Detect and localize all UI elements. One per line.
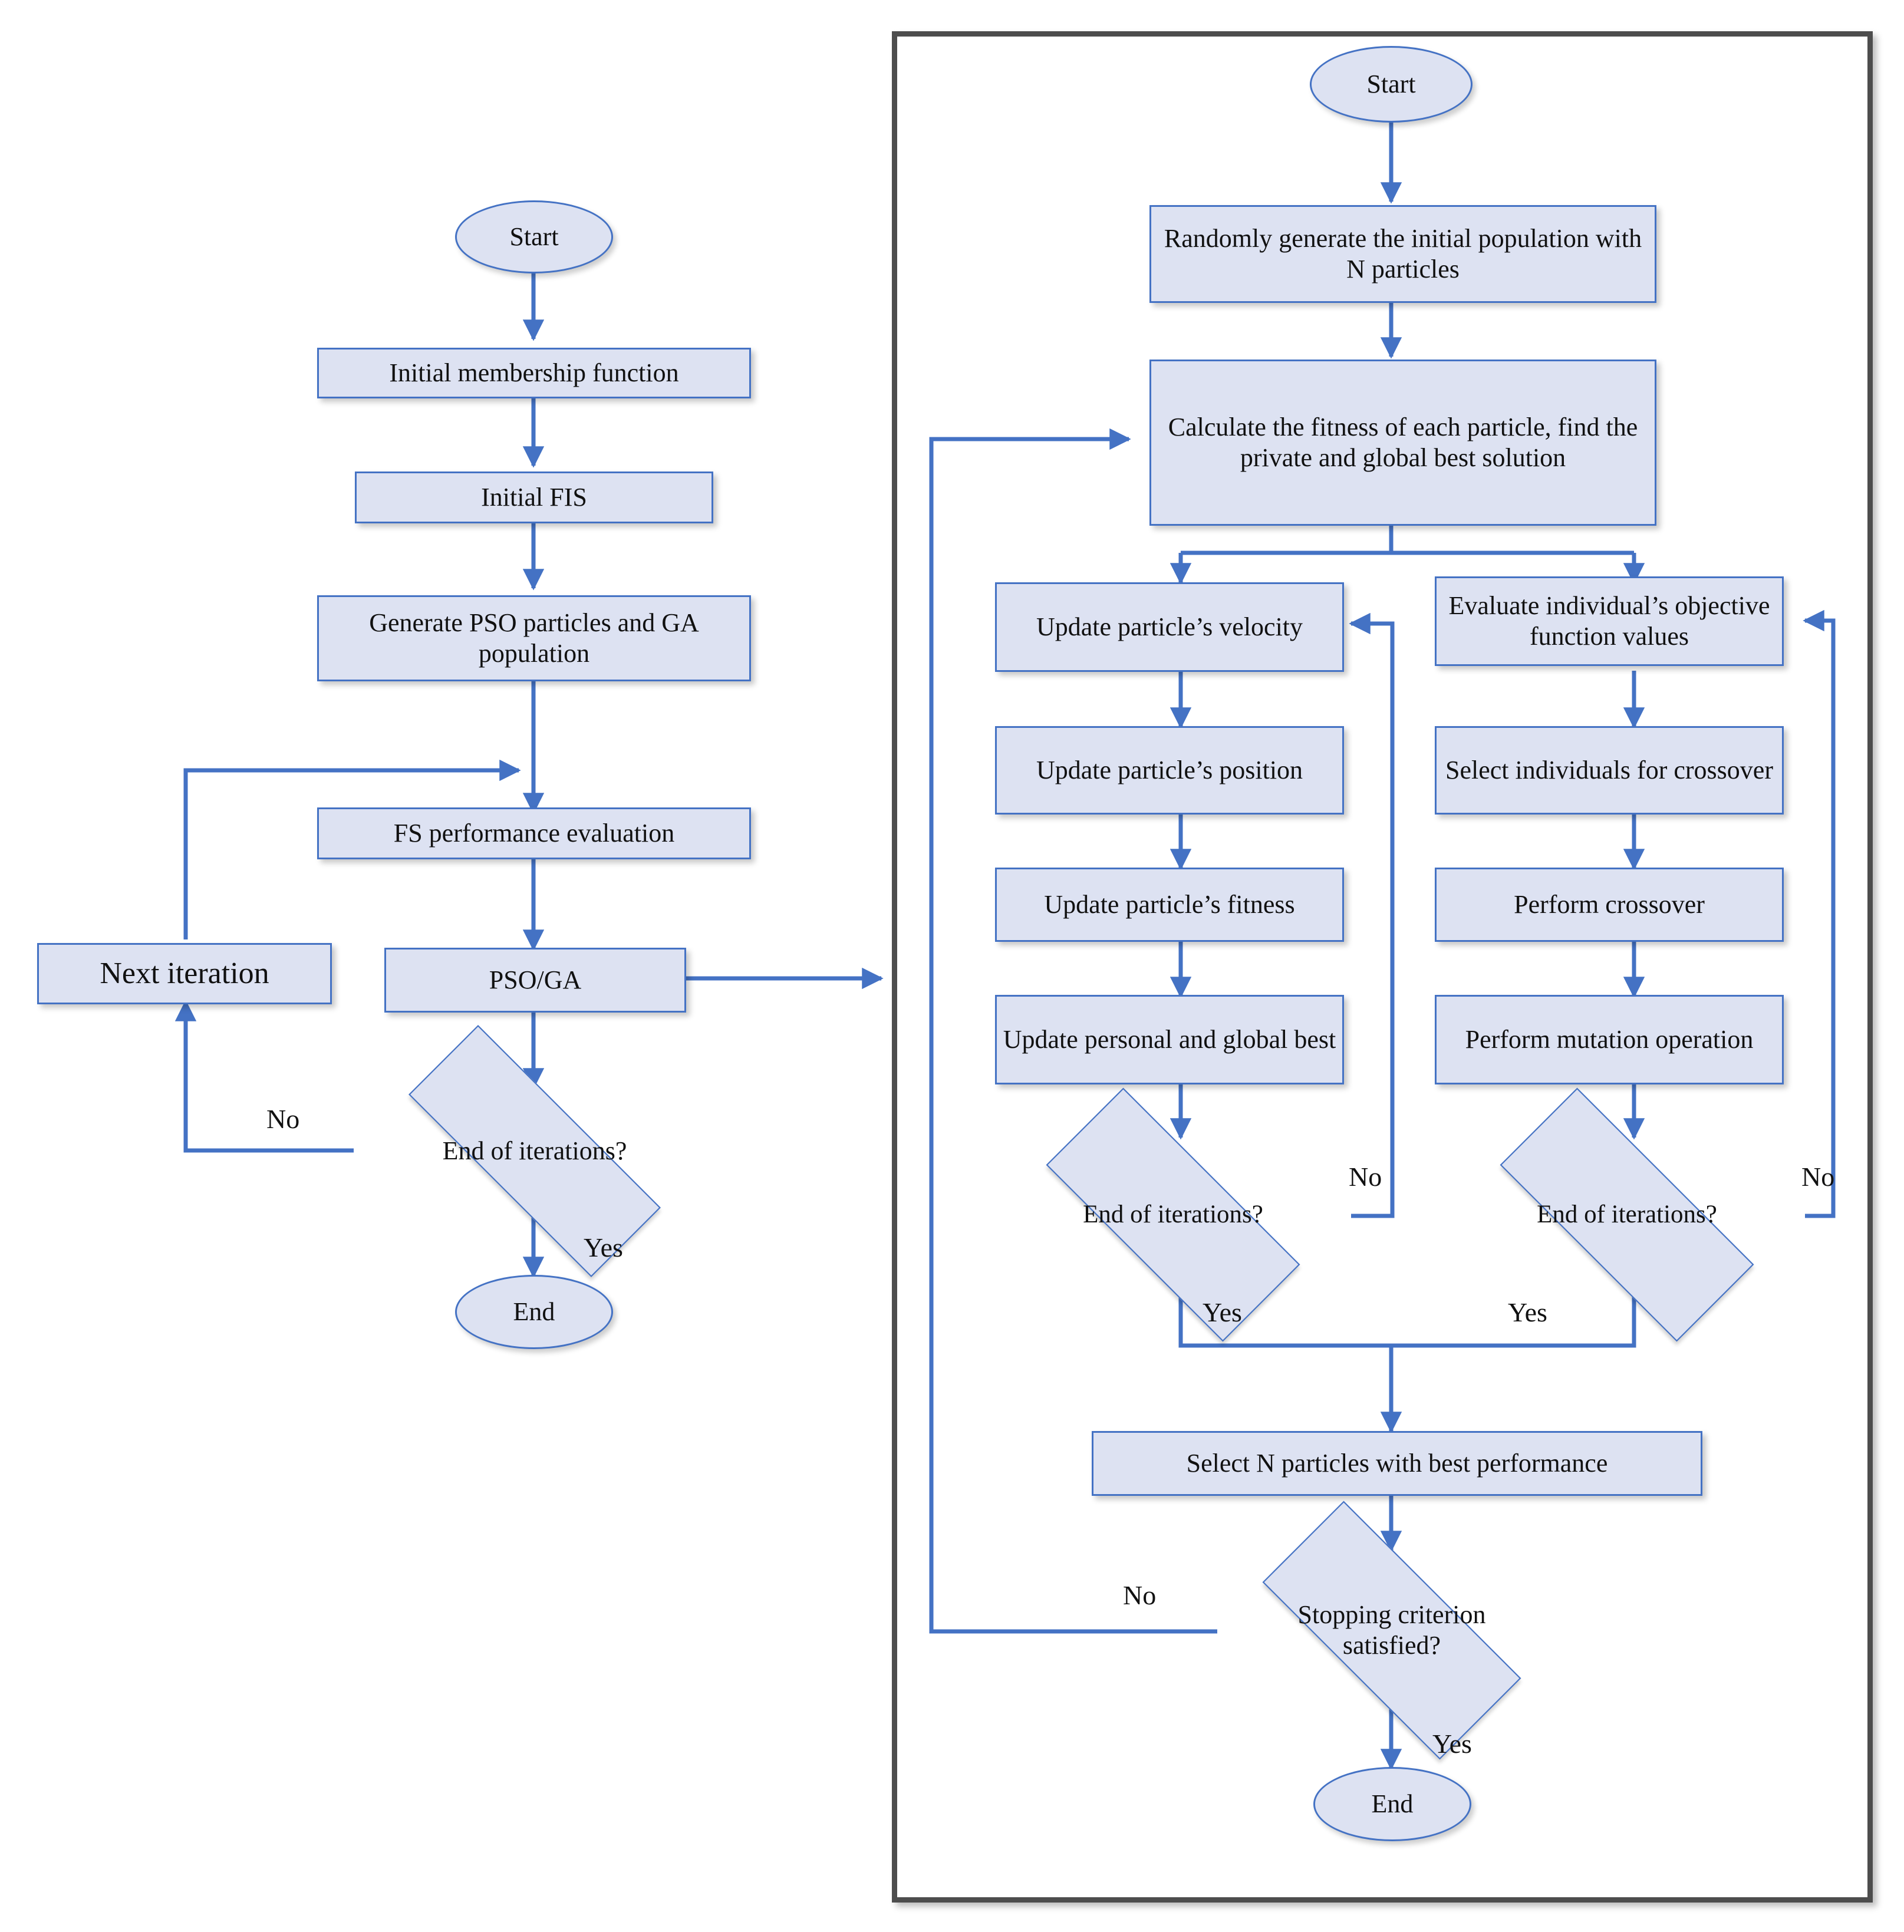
right-pso-edge-label-yes: Yes (1203, 1297, 1242, 1327)
left-step-1-label: Initial membership function (389, 358, 679, 388)
right-step-initial-population[interactable]: Randomly generate the initial population… (1149, 205, 1656, 303)
right-start-label: Start (1366, 70, 1416, 99)
right-pso-decision-label: End of iterations? (1083, 1200, 1263, 1228)
right-pso-step-2-label: Update particle’s position (1036, 756, 1303, 785)
right-pso-step-3-label: Update particle’s fitness (1044, 890, 1295, 919)
left-decision-label: End of iterations? (442, 1136, 627, 1166)
left-decision-end-of-iterations[interactable]: End of iterations? (352, 1025, 717, 1277)
right-pso-step-update-velocity[interactable]: Update particle’s velocity (995, 582, 1344, 672)
right-start-terminal[interactable]: Start (1310, 46, 1473, 123)
left-step-generate-pso-ga[interactable]: Generate PSO particles and GA population (317, 595, 751, 681)
left-step-3-label: Generate PSO particles and GA population (369, 608, 699, 668)
right-pso-step-4-label: Update personal and global best (1003, 1025, 1336, 1054)
right-pso-edge-label-no: No (1349, 1162, 1382, 1192)
right-stopping-edge-label-no: No (1123, 1580, 1157, 1610)
right-ga-step-4-label: Perform mutation operation (1465, 1025, 1754, 1054)
right-ga-edge-label-yes: Yes (1508, 1297, 1547, 1327)
right-pso-step-1-label: Update particle’s velocity (1036, 612, 1303, 642)
left-step-2-label: Initial FIS (481, 483, 587, 512)
right-pso-step-update-position[interactable]: Update particle’s position (995, 726, 1344, 815)
right-ga-decision-label: End of iterations? (1537, 1200, 1717, 1228)
right-step-select-n-particles[interactable]: Select N particles with best performance (1092, 1431, 1702, 1496)
right-end-label: End (1371, 1789, 1414, 1819)
left-step-4-label: FS performance evaluation (393, 819, 675, 848)
right-ga-step-2-label: Select individuals for crossover (1445, 756, 1773, 785)
right-pso-decision-end-of-iterations[interactable]: End of iterations? (996, 1087, 1350, 1342)
left-step-fs-performance-evaluation[interactable]: FS performance evaluation (317, 807, 751, 859)
right-step-initial-population-label: Randomly generate the initial population… (1164, 224, 1642, 283)
right-subprocess-panel (892, 31, 1873, 1903)
left-edge-label-no: No (266, 1104, 300, 1134)
right-end-terminal[interactable]: End (1313, 1767, 1471, 1841)
left-start-terminal[interactable]: Start (455, 200, 613, 273)
left-step-initial-fis[interactable]: Initial FIS (355, 472, 713, 523)
right-ga-step-perform-crossover[interactable]: Perform crossover (1435, 868, 1784, 942)
right-stopping-decision-label: Stopping criterion satisfied? (1297, 1600, 1486, 1660)
right-ga-decision-end-of-iterations[interactable]: End of iterations? (1450, 1087, 1804, 1342)
left-end-label: End (513, 1297, 555, 1327)
right-step-calculate-fitness-label: Calculate the fitness of each particle, … (1168, 413, 1638, 472)
right-ga-step-3-label: Perform crossover (1514, 890, 1705, 919)
left-step-pso-ga[interactable]: PSO/GA (384, 948, 686, 1013)
right-ga-step-1-label: Evaluate individual’s objective function… (1448, 591, 1770, 651)
left-step-6-label: Next iteration (100, 957, 269, 991)
left-step-next-iteration[interactable]: Next iteration (37, 943, 332, 1004)
right-ga-step-evaluate-objective[interactable]: Evaluate individual’s objective function… (1435, 576, 1784, 666)
left-start-label: Start (509, 222, 559, 252)
left-edge-label-yes: Yes (584, 1232, 623, 1262)
right-ga-step-select-individuals[interactable]: Select individuals for crossover (1435, 726, 1784, 815)
right-pso-step-update-best[interactable]: Update personal and global best (995, 995, 1344, 1084)
right-stopping-edge-label-yes: Yes (1432, 1729, 1472, 1759)
right-step-calculate-fitness[interactable]: Calculate the fitness of each particle, … (1149, 360, 1656, 526)
right-decision-stopping-criterion[interactable]: Stopping criterion satisfied? (1214, 1501, 1569, 1760)
right-ga-edge-label-no: No (1801, 1162, 1835, 1192)
left-step-initial-membership-function[interactable]: Initial membership function (317, 348, 751, 398)
right-pso-step-update-fitness[interactable]: Update particle’s fitness (995, 868, 1344, 942)
right-step-select-n-particles-label: Select N particles with best performance (1186, 1449, 1608, 1478)
left-end-terminal[interactable]: End (455, 1275, 613, 1349)
right-ga-step-perform-mutation[interactable]: Perform mutation operation (1435, 995, 1784, 1084)
left-step-5-label: PSO/GA (489, 965, 582, 995)
